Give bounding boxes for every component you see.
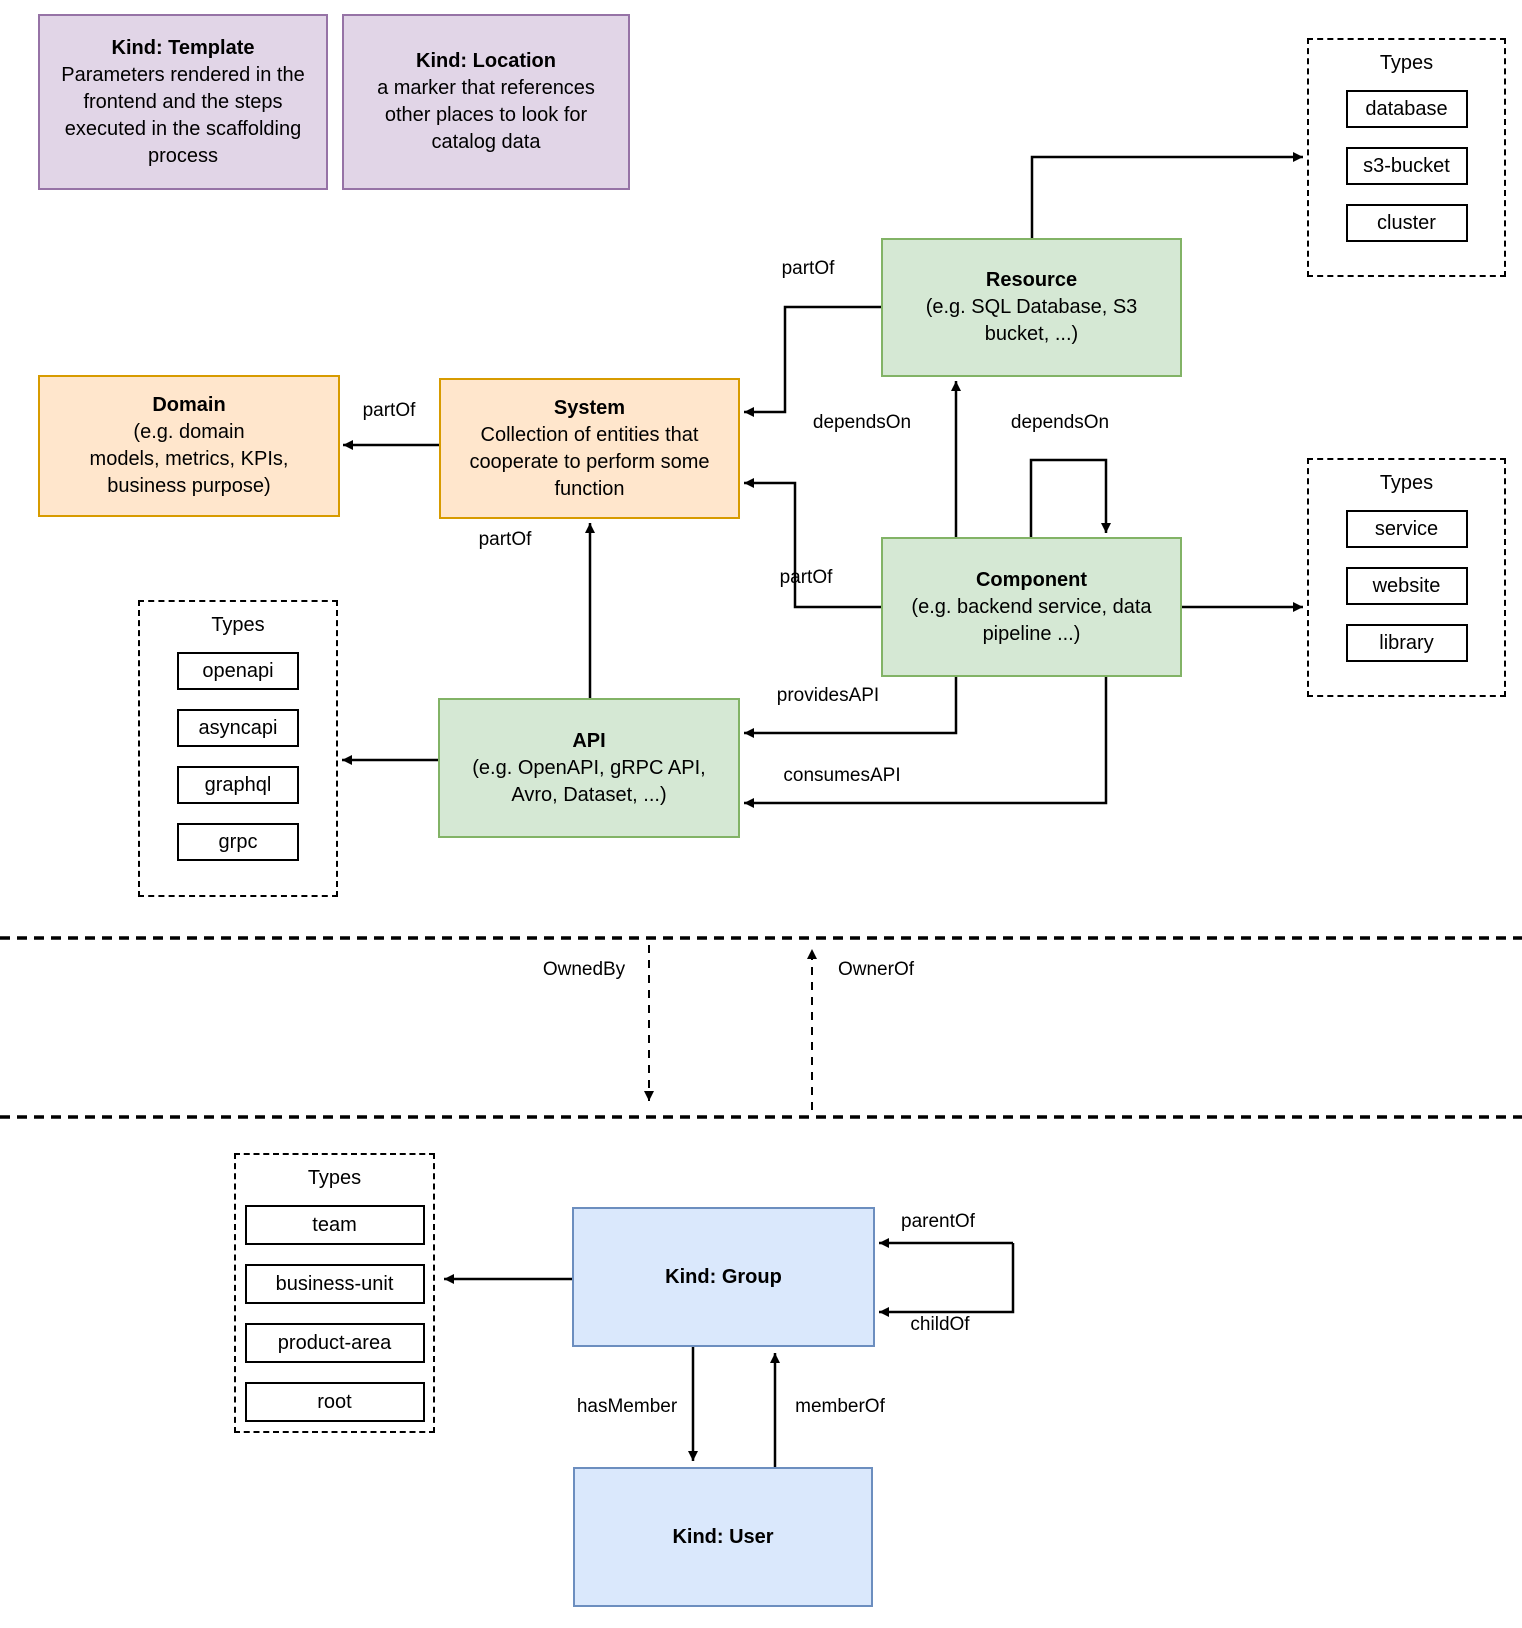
types-title: Types <box>211 614 265 636</box>
node-title: Component <box>975 568 1088 591</box>
type-chip: root <box>244 1382 425 1422</box>
edge-label-partof-system-domain: partOf <box>362 400 416 421</box>
node-kind-user: Kind: User <box>573 1467 873 1607</box>
types-title: Types <box>307 1167 362 1189</box>
edge-component-dependson-self <box>1029 458 1111 537</box>
type-chip: team <box>244 1205 425 1245</box>
type-chip: service <box>1345 510 1468 548</box>
node-description: a marker that references other places to… <box>377 77 595 153</box>
edge-label-providesapi: providesAPI <box>776 685 880 706</box>
node-description: Parameters rendered in the frontend and … <box>61 63 305 167</box>
edge-label-ownedby: OwnedBy <box>542 959 626 980</box>
edge-label-ownerof: OwnerOf <box>837 959 915 980</box>
node-description: Collection of entities that cooperate to… <box>469 423 710 500</box>
node-component: Component (e.g. backend service, data pi… <box>881 537 1182 677</box>
type-chip: grpc <box>177 823 299 861</box>
node-title: Kind: Location <box>416 50 556 72</box>
node-api: API (e.g. OpenAPI, gRPC API, Avro, Datas… <box>438 698 740 838</box>
node-description: (e.g. domain models, metrics, KPIs, busi… <box>89 421 289 497</box>
edge-label-parentof: parentOf <box>901 1211 975 1232</box>
edge-label-dependson-resource: dependsOn <box>812 412 912 433</box>
node-title: Kind: Group <box>665 1265 782 1288</box>
edge-component-providesapi-api <box>744 677 958 738</box>
edge-label-partof-api-system: partOf <box>478 529 532 550</box>
node-title: Kind: Template <box>111 36 255 59</box>
node-title: System <box>553 396 626 419</box>
types-box-api: Types openapi asyncapi graphql grpc <box>138 600 338 897</box>
edge-label-memberof: memberOf <box>795 1396 885 1417</box>
types-title: Types <box>1379 52 1434 74</box>
types-box-group: Types team business-unit product-area ro… <box>234 1153 435 1433</box>
node-description: (e.g. SQL Database, S3 bucket, ...) <box>925 296 1138 345</box>
node-domain: Domain (e.g. domain models, metrics, KPI… <box>38 375 340 517</box>
types-box-component: Types service website library <box>1307 458 1506 697</box>
edge-label-consumesapi: consumesAPI <box>783 765 901 786</box>
edge-label-childof: childOf <box>910 1314 970 1335</box>
node-title: Domain <box>152 394 226 416</box>
node-description: (e.g. backend service, data pipeline ...… <box>911 595 1152 645</box>
type-chip: product-area <box>244 1323 425 1363</box>
type-chip: website <box>1345 567 1468 605</box>
edge-label-hasmember: hasMember <box>576 1396 678 1417</box>
type-chip: business-unit <box>244 1264 425 1304</box>
node-kind-group: Kind: Group <box>572 1207 875 1347</box>
node-title: API <box>572 729 606 752</box>
edge-resource-to-types <box>1030 152 1303 238</box>
type-chip: database <box>1345 90 1468 128</box>
types-box-resource: Types database s3-bucket cluster <box>1307 38 1506 277</box>
edge-label-dependson-self: dependsOn <box>1010 412 1110 433</box>
edge-group-childof <box>879 1243 1015 1317</box>
type-chip: asyncapi <box>177 709 299 747</box>
node-kind-template: Kind: Template Parameters rendered in th… <box>38 14 328 190</box>
types-title: Types <box>1379 472 1434 494</box>
type-chip: cluster <box>1345 204 1468 242</box>
node-resource: Resource (e.g. SQL Database, S3 bucket, … <box>881 238 1182 377</box>
edge-label-partof-component-system: partOf <box>779 567 833 588</box>
node-system: System Collection of entities that coope… <box>439 378 740 519</box>
type-chip: openapi <box>177 652 299 690</box>
edge-component-partof-system <box>744 478 881 609</box>
type-chip: graphql <box>177 766 299 804</box>
type-chip: library <box>1345 624 1468 662</box>
edge-label-partof-resource-system: partOf <box>781 258 835 279</box>
node-title: Kind: User <box>672 1525 774 1548</box>
edge-component-consumesapi-api <box>744 677 1108 808</box>
node-title: Resource <box>985 269 1078 291</box>
node-description: (e.g. OpenAPI, gRPC API, Avro, Dataset, … <box>472 756 706 806</box>
edge-resource-partof-system <box>744 305 881 417</box>
node-kind-location: Kind: Location a marker that references … <box>342 14 630 190</box>
type-chip: s3-bucket <box>1345 147 1468 185</box>
